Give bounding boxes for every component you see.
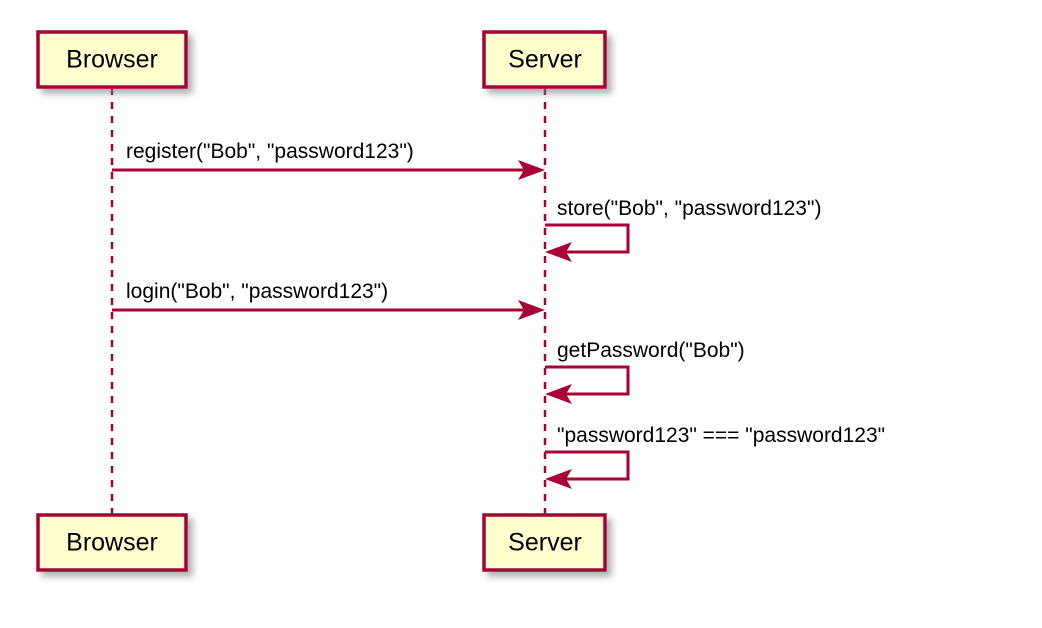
message-5-label: "password123" === "password123" xyxy=(557,424,885,447)
participant-server-bottom[interactable]: Server xyxy=(482,513,607,572)
message-2-label: store("Bob", "password123") xyxy=(557,197,821,220)
message-2-self-loop-path xyxy=(545,223,630,254)
message-4-getpassword-self[interactable]: getPassword("Bob") xyxy=(545,339,745,404)
participant-browser-bottom[interactable]: Browser xyxy=(36,513,188,572)
message-5-self-loop-path xyxy=(545,450,630,481)
message-4-arrowhead xyxy=(545,384,572,404)
message-4-self-loop-path xyxy=(545,365,630,396)
participant-browser-top[interactable]: Browser xyxy=(36,30,188,89)
message-2-arrowhead xyxy=(545,242,572,262)
message-1-register[interactable]: register("Bob", "password123") xyxy=(112,140,545,180)
message-5-compare-self[interactable]: "password123" === "password123" xyxy=(545,424,885,489)
participant-server-top-box xyxy=(482,30,607,89)
lifelines-group xyxy=(110,88,547,516)
message-3-label: login("Bob", "password123") xyxy=(126,280,388,303)
message-3-login[interactable]: login("Bob", "password123") xyxy=(112,280,545,320)
message-1-arrowhead xyxy=(518,160,545,180)
participant-server-top-label: Server xyxy=(508,46,582,74)
participant-browser-bottom-box xyxy=(36,513,188,572)
participant-server-bottom-label: Server xyxy=(508,529,582,557)
participant-browser-bottom-label: Browser xyxy=(66,529,158,557)
message-4-label: getPassword("Bob") xyxy=(557,339,745,362)
message-1-label: register("Bob", "password123") xyxy=(126,140,414,163)
message-5-arrowhead xyxy=(545,469,572,489)
participant-server-bottom-box xyxy=(482,513,607,572)
participant-browser-top-box xyxy=(36,30,188,89)
message-3-arrowhead xyxy=(518,300,545,320)
message-2-store-self[interactable]: store("Bob", "password123") xyxy=(545,197,821,262)
participant-server-top[interactable]: Server xyxy=(482,30,607,89)
participant-browser-top-label: Browser xyxy=(66,46,158,74)
